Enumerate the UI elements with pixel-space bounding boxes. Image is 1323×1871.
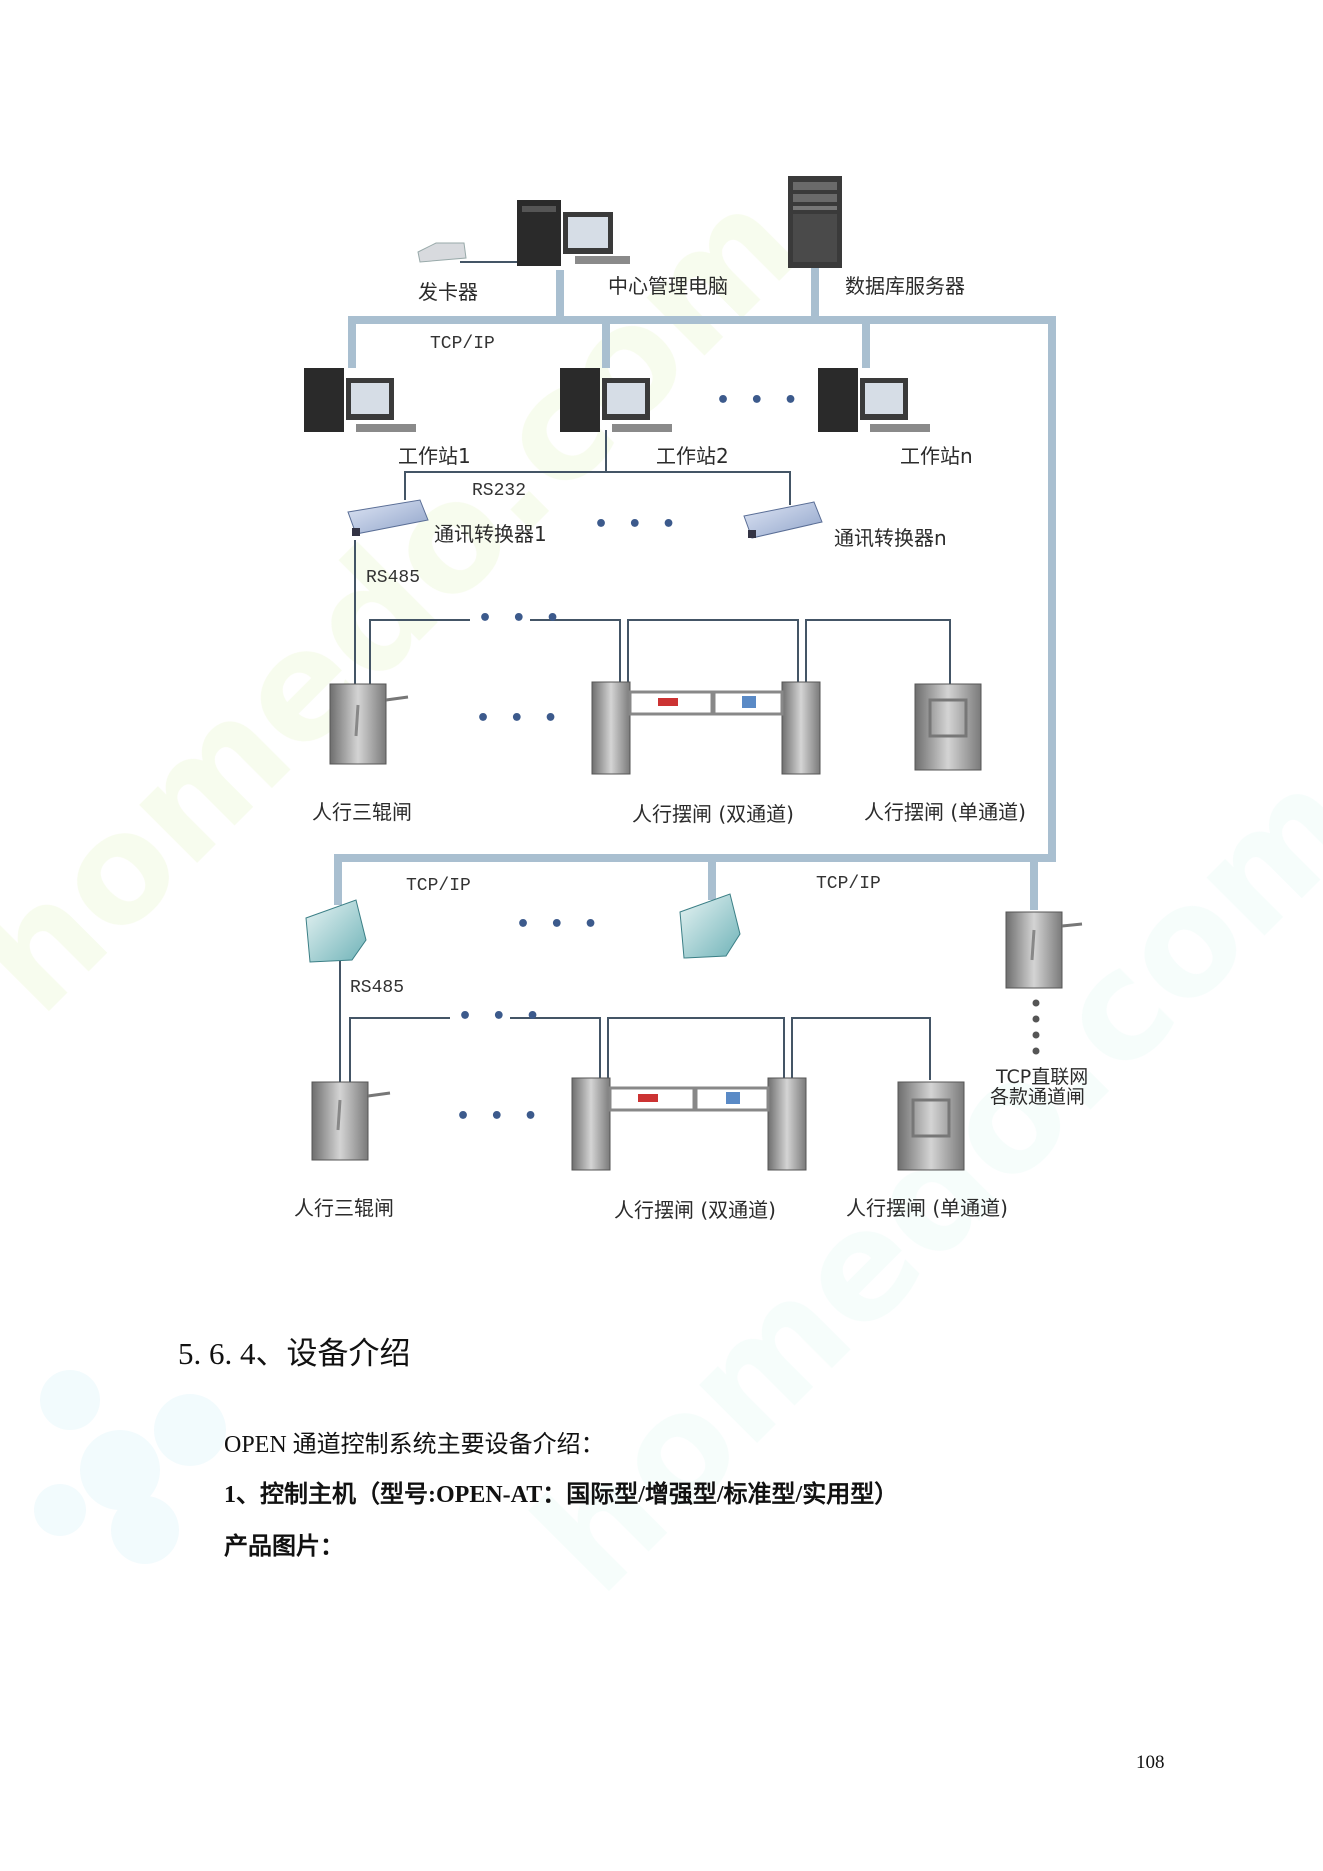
label-tcp-direct-line2: 各款通道闸 [990,1086,1086,1108]
label-workstation-1: 工作站1 [398,444,471,468]
label-converter-1: 通讯转换器1 [434,522,547,546]
workstation-icon [818,368,930,432]
label-tcpip-top: TCP/IP [430,334,495,354]
ellipsis-top-line: • • • [478,606,566,631]
label-swing-single-top: 人行摆闸 (单通道) [864,800,1026,824]
database-server-icon [788,176,842,268]
network-module-icon [305,899,367,963]
swing-gate-double-icon [591,681,821,775]
ellipsis-top-gates: • • • [476,706,564,731]
page-number: 108 [1136,1752,1165,1773]
label-db-server: 数据库服务器 [845,274,965,298]
label-rs232: RS232 [472,481,527,501]
label-rs485-bottom: RS485 [350,978,405,998]
label-tcpip-bottom-right: TCP/IP [816,874,881,894]
swing-gate-single-icon [914,683,982,771]
section-heading: 5. 6. 4、设备介绍 [178,1336,411,1371]
label-workstation-2: 工作站2 [656,444,729,468]
label-rs485-top: RS485 [366,568,421,588]
product-pictures-label: 产品图片： [224,1534,344,1560]
item-1-heading: 1、控制主机（型号:OPEN-AT：国际型/增强型/标准型/实用型） [224,1482,899,1508]
ellipsis-bottom-line: • • • [458,1004,546,1029]
flower-logo [34,1370,226,1564]
label-workstation-n: 工作站n [900,444,973,468]
label-swing-double-bottom: 人行摆闸 (双通道) [614,1198,776,1222]
label-tripod-bottom: 人行三辊闸 [294,1196,394,1220]
label-swing-double-top: 人行摆闸 (双通道) [632,802,794,826]
ellipsis-bottom-modules: • • • [516,912,604,937]
ellipsis-converters: • • • [594,512,682,537]
label-tripod-top: 人行三辊闸 [312,800,412,824]
label-swing-single-bottom: 人行摆闸 (单通道) [846,1196,1008,1220]
ellipsis-bottom-gates: • • • [456,1104,544,1129]
swing-gate-single-icon [897,1081,965,1171]
label-tcpip-bottom-left: TCP/IP [406,876,471,896]
label-central-pc: 中心管理电脑 [608,274,728,298]
converter-icon [743,501,823,539]
ellipsis-workstations: • • • [716,388,804,413]
tripod-turnstile-icon [311,1081,391,1161]
workstation-icon [304,368,416,432]
converter-icon [347,499,429,536]
label-converter-n: 通讯转换器n [834,526,947,550]
workstation-icon [560,368,672,432]
bus-lines [334,268,1056,910]
swing-gate-double-icon [571,1077,807,1171]
label-tcp-direct-line1: TCP直联网 [996,1066,1089,1088]
label-card-issuer: 发卡器 [418,280,478,304]
central-pc-icon [517,200,630,266]
network-module-icon [679,893,741,959]
vertical-dots [1032,999,1040,1055]
tripod-turnstile-icon [329,683,409,765]
tripod-turnstile-icon [1005,911,1083,989]
intro-paragraph: OPEN 通道控制系统主要设备介绍： [224,1432,605,1458]
watermark: homedo.com homedo.com [0,156,1323,1625]
card-issuer-icon [417,242,467,263]
